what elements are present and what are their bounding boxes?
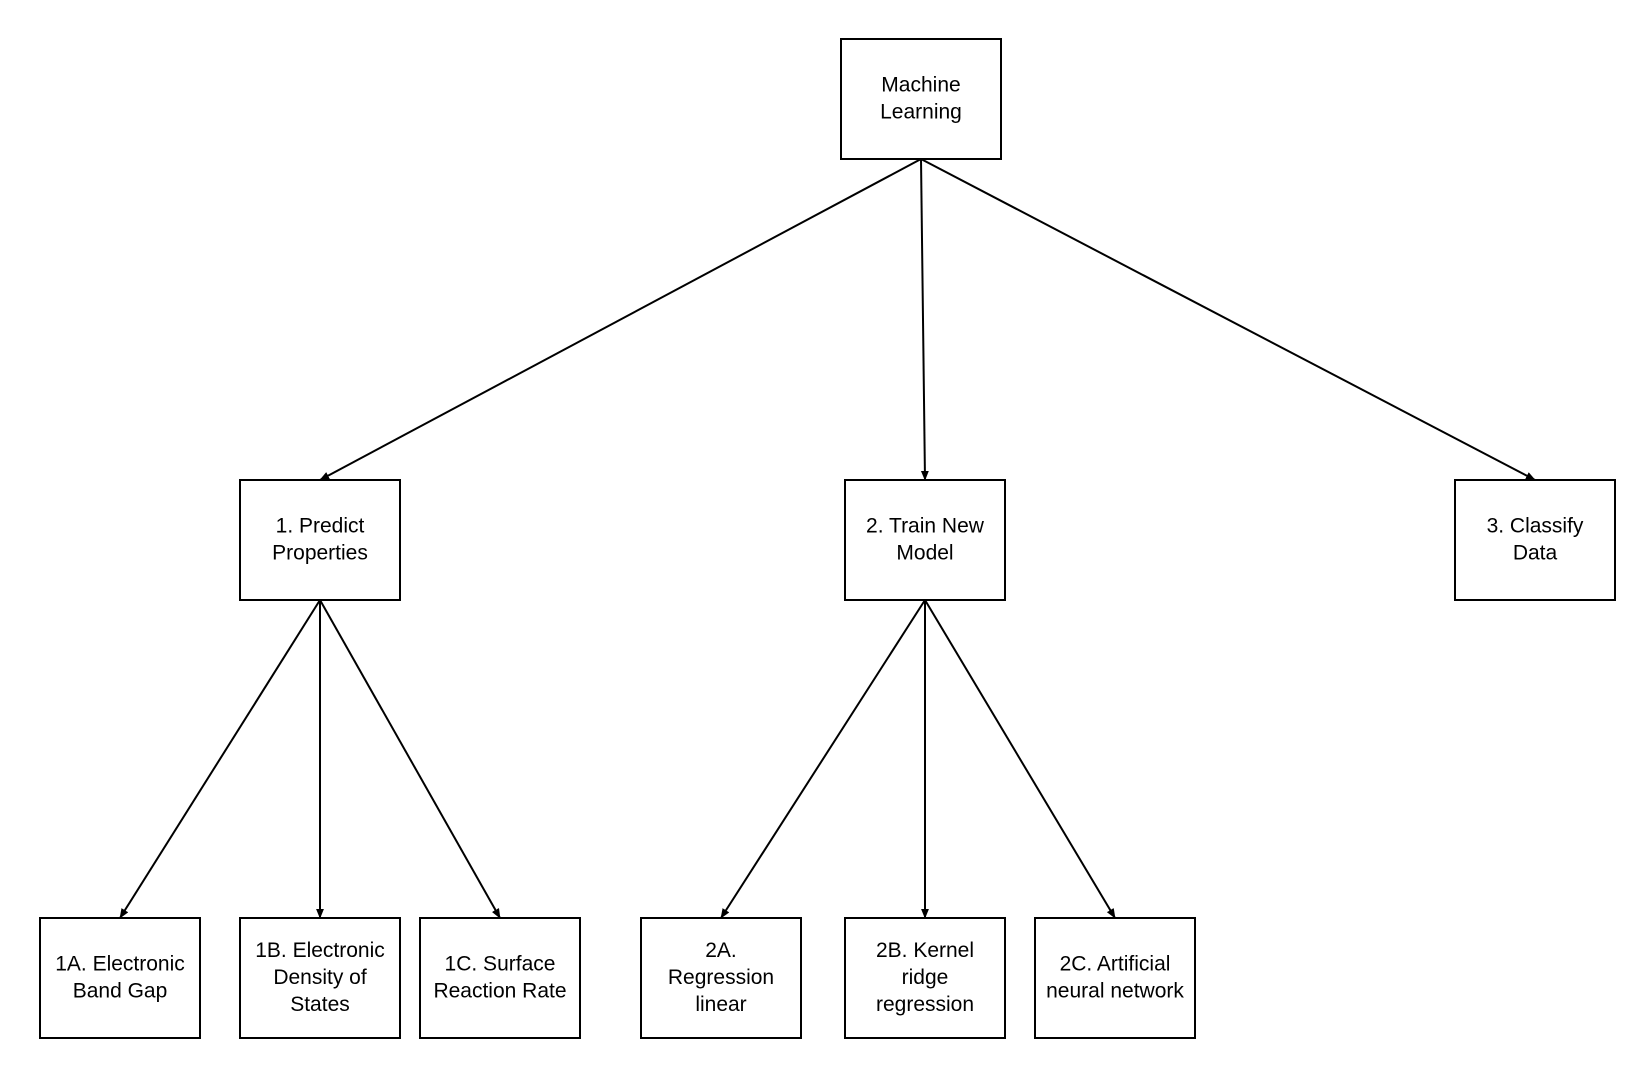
- edge-root-to-n2: [920, 158, 929, 481]
- node-n2b[interactable]: 2B. Kernel ridge regression: [844, 917, 1006, 1039]
- node-n2c[interactable]: 2C. Artificial neural network: [1034, 917, 1196, 1039]
- node-n2a[interactable]: 2A. Regression linear: [640, 917, 802, 1039]
- edge-n1-to-n1a: [119, 599, 321, 919]
- edge-n1-to-n1c: [319, 599, 501, 919]
- node-label-line: 2C. Artificial: [1060, 952, 1171, 975]
- node-label-line: 1B. Electronic: [255, 939, 385, 962]
- node-label-line: Machine: [881, 73, 960, 96]
- node-box-n2[interactable]: [844, 479, 1006, 601]
- node-box-root[interactable]: [840, 38, 1002, 160]
- edge-root-to-n3: [920, 158, 1536, 481]
- node-box-n1a[interactable]: [39, 917, 201, 1039]
- node-box-n2b[interactable]: [844, 917, 1006, 1039]
- node-label-line: 3. Classify: [1487, 514, 1584, 537]
- node-label-line: Data: [1513, 541, 1558, 564]
- node-label-line: Regression: [668, 966, 774, 989]
- edge-n2-to-n2a: [720, 599, 926, 919]
- node-label-line: linear: [695, 993, 746, 1016]
- node-label-line: 2A.: [705, 939, 737, 962]
- node-label-line: 1A. Electronic: [55, 952, 185, 975]
- node-label-n2b: 2B. Kernel ridge regression: [876, 939, 974, 1016]
- node-label-n2c: 2C. Artificial neural network: [1046, 952, 1184, 1002]
- node-label-line: Band Gap: [73, 979, 168, 1002]
- node-label-line: Properties: [272, 541, 368, 564]
- node-label-line: Density of: [273, 966, 367, 989]
- node-box-n1[interactable]: [239, 479, 401, 601]
- node-label-line: 2B. Kernel: [876, 939, 974, 962]
- node-box-n2c[interactable]: [1034, 917, 1196, 1039]
- node-label-line: 2. Train New: [866, 514, 985, 537]
- edges-layer: [119, 158, 1536, 919]
- node-label-line: regression: [876, 993, 974, 1016]
- edge-n2-to-n2c: [924, 599, 1116, 919]
- node-label-line: 1. Predict: [276, 514, 365, 537]
- node-box-n3[interactable]: [1454, 479, 1616, 601]
- node-box-n2a[interactable]: [640, 917, 802, 1039]
- node-label-line: neural network: [1046, 979, 1184, 1002]
- node-label-line: ridge: [902, 966, 949, 989]
- node-label-n2a: 2A. Regression linear: [668, 939, 774, 1016]
- node-box-n1b[interactable]: [239, 917, 401, 1039]
- edge-root-to-n1: [319, 158, 922, 481]
- node-label-line: Model: [896, 541, 953, 564]
- node-label-line: States: [290, 993, 350, 1016]
- node-label-line: Learning: [880, 100, 962, 123]
- node-box-n1c[interactable]: [419, 917, 581, 1039]
- node-label-line: Reaction Rate: [433, 979, 566, 1002]
- node-label-line: 1C. Surface: [445, 952, 556, 975]
